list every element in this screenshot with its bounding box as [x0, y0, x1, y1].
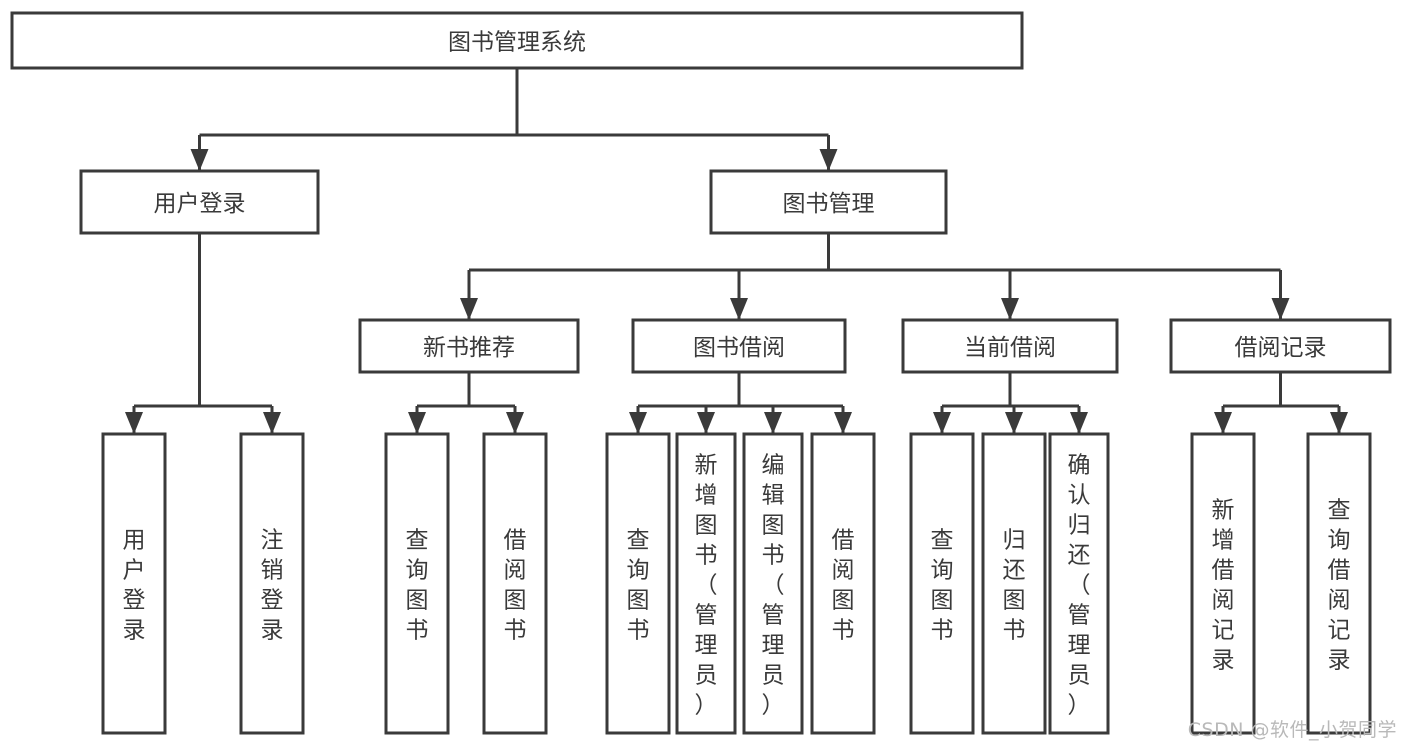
- node-root[interactable]: 图书管理系统: [10, 11, 1024, 70]
- node-label-book-borrow: 图书借阅: [693, 335, 785, 361]
- node-borrow-record[interactable]: 借阅记录: [1169, 318, 1392, 374]
- node-label-leaf-query-book-2: 查询图书: [627, 528, 650, 644]
- node-current-borrow[interactable]: 当前借阅: [901, 318, 1119, 374]
- node-label-leaf-query-borrow-record: 查询借阅记录: [1328, 498, 1351, 674]
- arrow-head-icon-book-manage: [819, 149, 838, 171]
- node-box-user-login[interactable]: [79, 169, 320, 235]
- arrow-head-icon-book-borrow: [730, 298, 748, 320]
- node-box-leaf-user-logout[interactable]: [239, 432, 305, 735]
- node-box-current-borrow[interactable]: [901, 318, 1119, 374]
- watermark-label: CSDN @软件_小贺同学: [1187, 719, 1397, 741]
- node-label-root: 图书管理系统: [448, 30, 586, 56]
- node-box-leaf-add-book-admin[interactable]: [675, 432, 737, 735]
- arrow-head-icon-leaf-add-borrow-record: [1214, 412, 1232, 434]
- node-leaf-user-logout[interactable]: 注销登录: [239, 432, 305, 735]
- node-boxes: 图书管理系统用户登录图书管理新书推荐图书借阅当前借阅借阅记录用户登录注销登录查询…: [10, 11, 1392, 735]
- node-leaf-user-login[interactable]: 用户登录: [101, 432, 167, 735]
- arrow-head-icon-leaf-borrow-book-1: [506, 412, 524, 434]
- node-leaf-add-borrow-record[interactable]: 新增借阅记录: [1190, 432, 1256, 735]
- node-box-leaf-query-book-2[interactable]: [605, 432, 671, 735]
- node-box-leaf-query-book-3[interactable]: [909, 432, 975, 735]
- arrow-head-icon-leaf-query-book-1: [408, 412, 426, 434]
- node-user-login[interactable]: 用户登录: [79, 169, 320, 235]
- node-leaf-query-book-1[interactable]: 查询图书: [384, 432, 450, 735]
- node-leaf-borrow-book-1[interactable]: 借阅图书: [482, 432, 548, 735]
- node-box-borrow-record[interactable]: [1169, 318, 1392, 374]
- arrow-head-icon-leaf-borrow-book-2: [834, 412, 852, 434]
- node-leaf-confirm-return-admin[interactable]: 确认归还（管理员）: [1048, 432, 1110, 735]
- arrow-head-icon-current-borrow: [1001, 298, 1019, 320]
- node-new-book-recommend[interactable]: 新书推荐: [358, 318, 580, 374]
- node-label-leaf-add-borrow-record: 新增借阅记录: [1212, 498, 1235, 674]
- node-leaf-query-borrow-record[interactable]: 查询借阅记录: [1306, 432, 1372, 735]
- node-leaf-add-book-admin[interactable]: 新增图书（管理员）: [675, 432, 737, 735]
- node-leaf-return-book[interactable]: 归还图书: [981, 432, 1047, 735]
- node-label-leaf-borrow-book-1: 借阅图书: [504, 528, 527, 644]
- arrow-head-icon-leaf-query-borrow-record: [1330, 412, 1348, 434]
- node-label-current-borrow: 当前借阅: [964, 335, 1056, 361]
- node-leaf-borrow-book-2[interactable]: 借阅图书: [810, 432, 876, 735]
- node-label-book-manage: 图书管理: [783, 191, 875, 217]
- node-label-leaf-edit-book-admin: 编辑图书（管理员）: [762, 453, 785, 719]
- node-book-manage[interactable]: 图书管理: [709, 169, 948, 235]
- arrow-head-icon-user-login: [190, 149, 209, 171]
- node-box-leaf-query-book-1[interactable]: [384, 432, 450, 735]
- node-box-book-manage[interactable]: [709, 169, 948, 235]
- node-box-new-book-recommend[interactable]: [358, 318, 580, 374]
- node-book-borrow[interactable]: 图书借阅: [631, 318, 847, 374]
- arrow-head-icon-leaf-edit-book-admin: [764, 412, 782, 434]
- node-box-leaf-borrow-book-1[interactable]: [482, 432, 548, 735]
- node-label-borrow-record: 借阅记录: [1235, 335, 1327, 361]
- connector-lines: [125, 68, 1348, 434]
- node-leaf-query-book-3[interactable]: 查询图书: [909, 432, 975, 735]
- node-label-leaf-add-book-admin: 新增图书（管理员）: [695, 453, 718, 719]
- node-box-book-borrow[interactable]: [631, 318, 847, 374]
- node-box-leaf-user-login[interactable]: [101, 432, 167, 735]
- node-box-leaf-borrow-book-2[interactable]: [810, 432, 876, 735]
- node-label-leaf-confirm-return-admin: 确认归还（管理员）: [1068, 453, 1091, 719]
- node-label-leaf-return-book: 归还图书: [1003, 528, 1026, 644]
- node-box-leaf-return-book[interactable]: [981, 432, 1047, 735]
- node-label-user-login: 用户登录: [154, 191, 246, 217]
- arrow-head-icon-borrow-record: [1271, 298, 1290, 320]
- arrow-head-icon-leaf-query-book-2: [629, 412, 647, 434]
- arrow-head-icon-new-book-recommend: [460, 298, 478, 320]
- arrow-head-icon-leaf-user-logout: [263, 412, 281, 434]
- node-label-leaf-user-logout: 注销登录: [261, 528, 284, 644]
- arrow-head-icon-leaf-confirm-return-admin: [1070, 412, 1088, 434]
- arrow-head-icon-leaf-user-login: [125, 412, 143, 434]
- node-label-leaf-user-login: 用户登录: [123, 528, 146, 644]
- node-label-leaf-borrow-book-2: 借阅图书: [832, 528, 855, 644]
- arrow-head-icon-leaf-return-book: [1005, 412, 1023, 434]
- node-box-leaf-add-borrow-record[interactable]: [1190, 432, 1256, 735]
- node-label-new-book-recommend: 新书推荐: [423, 335, 515, 361]
- node-label-leaf-query-book-1: 查询图书: [406, 528, 429, 644]
- arrow-head-icon-leaf-query-book-3: [933, 412, 951, 434]
- node-leaf-edit-book-admin[interactable]: 编辑图书（管理员）: [742, 432, 804, 735]
- node-box-leaf-edit-book-admin[interactable]: [742, 432, 804, 735]
- node-leaf-query-book-2[interactable]: 查询图书: [605, 432, 671, 735]
- node-box-leaf-confirm-return-admin[interactable]: [1048, 432, 1110, 735]
- node-box-leaf-query-borrow-record[interactable]: [1306, 432, 1372, 735]
- arrow-head-icon-leaf-add-book-admin: [697, 412, 715, 434]
- node-label-leaf-query-book-3: 查询图书: [931, 528, 954, 644]
- node-box-root[interactable]: [10, 11, 1024, 70]
